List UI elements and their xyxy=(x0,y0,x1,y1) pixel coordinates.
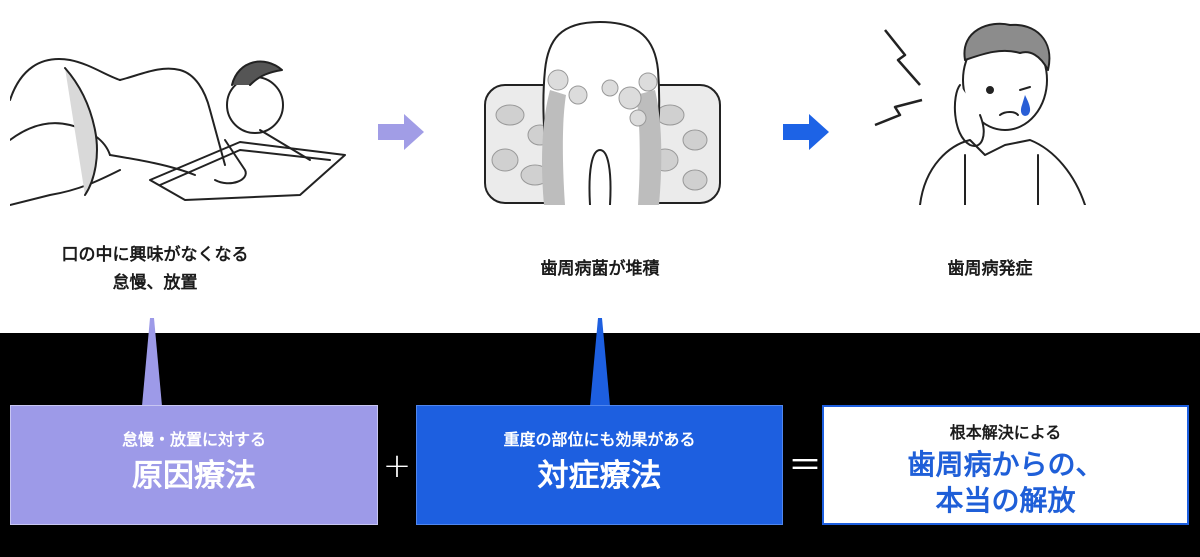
result-subtitle: 根本解決による xyxy=(949,423,1062,442)
step1-caption: 口の中に興味がなくなる 怠慢、放置 xyxy=(20,241,290,297)
result-title-line1: 歯周病からの、 xyxy=(907,448,1104,481)
step3-caption-line1: 歯周病発症 xyxy=(947,259,1033,279)
symptomatic-therapy-title: 対症療法 xyxy=(537,458,662,494)
lying-person-illustration xyxy=(10,58,346,206)
step2-caption-line1: 歯周病菌が堆積 xyxy=(540,259,660,279)
step1-caption-line2: 怠慢、放置 xyxy=(112,273,198,293)
result-box: 根本解決による 歯周病からの、 本当の解放 xyxy=(822,405,1189,525)
step2-caption: 歯周病菌が堆積 xyxy=(470,255,730,283)
symptomatic-therapy-subtitle: 重度の部位にも効果がある xyxy=(503,430,696,449)
arrow-right-icon xyxy=(378,114,424,150)
toothache-person-illustration xyxy=(874,22,1086,205)
plus-sign: + xyxy=(382,446,412,486)
cause-therapy-title: 原因療法 xyxy=(132,458,256,494)
cause-therapy-subtitle: 怠慢・放置に対する xyxy=(121,430,266,449)
equals-sign: ＝ xyxy=(788,446,822,486)
callout-pointer-cause xyxy=(142,318,162,406)
result-title-line2: 本当の解放 xyxy=(935,484,1076,517)
symptomatic-therapy-box: 重度の部位にも効果がある 対症療法 xyxy=(416,405,783,525)
callout-pointer-symptom xyxy=(590,318,610,406)
step3-caption: 歯周病発症 xyxy=(880,255,1100,283)
step1-caption-line1: 口の中に興味がなくなる xyxy=(61,245,249,265)
arrow-right-icon xyxy=(783,114,829,150)
tooth-plaque-illustration xyxy=(484,20,721,205)
cause-therapy-box: 怠慢・放置に対する 原因療法 xyxy=(10,405,378,525)
